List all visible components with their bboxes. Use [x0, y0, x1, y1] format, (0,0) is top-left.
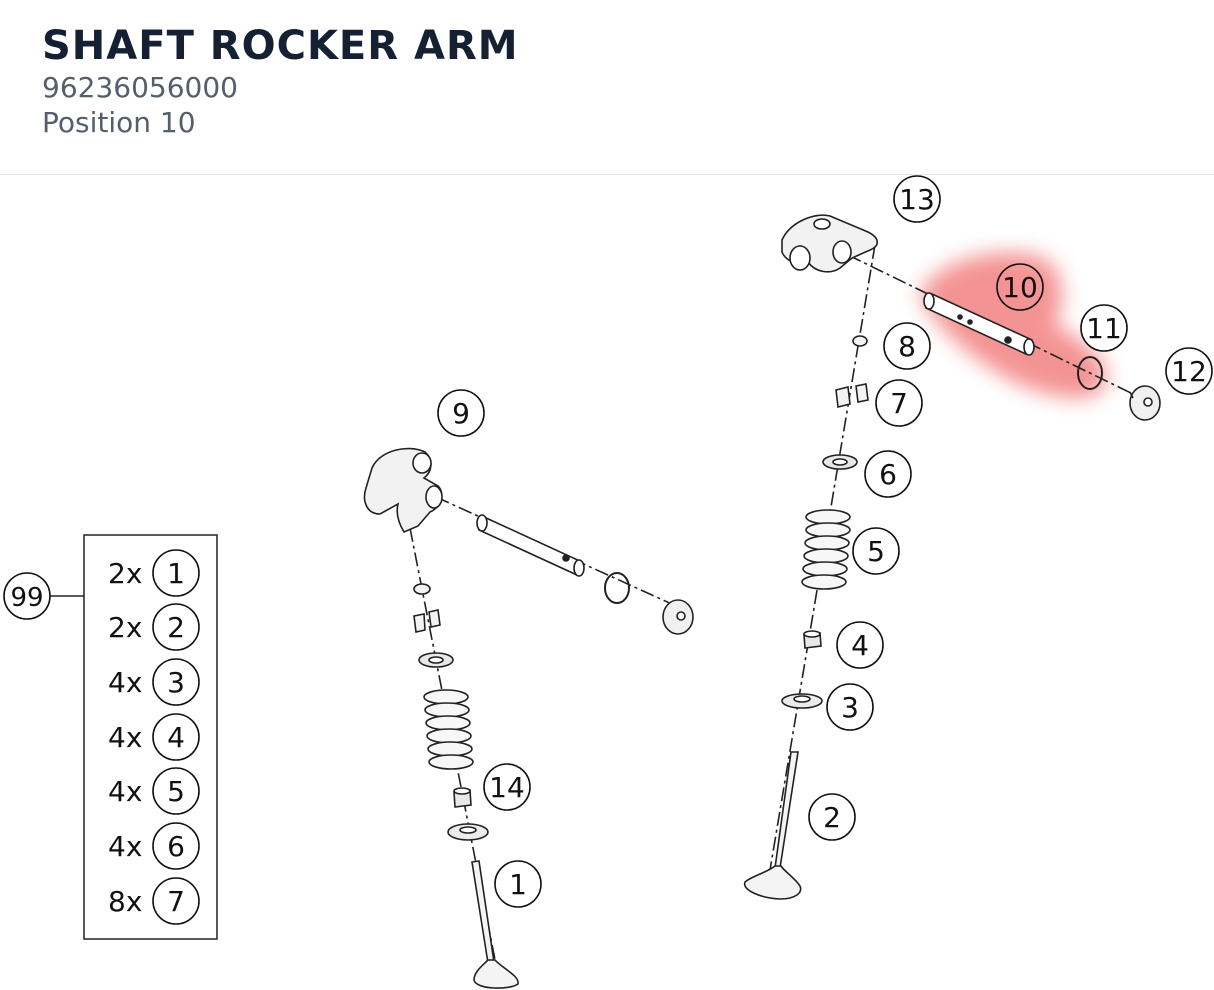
kit-row: 4x 3: [108, 658, 200, 706]
kit-row-ref: 6: [167, 830, 185, 863]
callout-6: 6: [864, 450, 912, 498]
kit-row: 2x 2: [108, 603, 200, 651]
callout-kit: 99: [3, 572, 51, 620]
callout-13: 13: [893, 175, 941, 223]
kit-row: 4x 4: [108, 713, 200, 761]
callout-10: 10: [996, 263, 1044, 311]
callout-2: 2: [808, 793, 856, 841]
right-assembly: [744, 214, 1161, 900]
circlip-11: [1077, 356, 1103, 390]
kit-row-ref: 3: [167, 666, 185, 699]
callout-label: 5: [867, 535, 885, 568]
page-title: SHAFT ROCKER ARM: [42, 23, 519, 69]
callout-14: 14: [483, 763, 531, 811]
callout-7: 7: [875, 379, 923, 427]
plug-12: [1129, 385, 1161, 421]
callout-8: 8: [883, 322, 931, 370]
kit-row-qty: 4x: [108, 721, 142, 754]
callout-label: 12: [1171, 355, 1207, 388]
shaft-left: [476, 514, 585, 577]
rocker-arm-9: [363, 447, 443, 534]
kit-row-qty: 2x: [108, 611, 142, 644]
valve-keepers-7: [835, 383, 869, 408]
page-header: SHAFT ROCKER ARM 96236056000 Position 10: [42, 22, 519, 140]
callout-label: 1: [509, 868, 527, 901]
callout-label: 6: [879, 458, 897, 491]
seat-left: [447, 823, 489, 841]
callout-label: 14: [489, 771, 525, 804]
callout-label: 9: [452, 397, 470, 430]
kit-row-qty: 8x: [108, 885, 142, 918]
spring-seat-3: [781, 693, 823, 709]
kit-row-qty: 4x: [108, 775, 142, 808]
rocker-arm-13: [781, 214, 879, 273]
kit-row-ref: 1: [167, 557, 185, 590]
callout-1: 1: [494, 860, 542, 908]
valve-spring-5: [801, 509, 851, 590]
keepers-left: [413, 609, 441, 633]
kit-box: [83, 534, 218, 940]
part-number: 96236056000: [42, 71, 238, 104]
callout-4: 4: [836, 621, 884, 669]
callout-label: 10: [1002, 271, 1038, 304]
callout-label: 4: [851, 629, 869, 662]
callout-label: 2: [823, 801, 841, 834]
callout-label: 7: [890, 387, 908, 420]
kit-label: 99: [10, 583, 43, 613]
shim-left: [413, 583, 431, 595]
retainer-left: [418, 652, 454, 668]
kit-row: 4x 6: [108, 822, 200, 870]
callout-5: 5: [852, 527, 900, 575]
shaft-10: [923, 292, 1035, 356]
kit-row: 2x 1: [108, 549, 200, 597]
callout-label: 13: [899, 183, 935, 216]
callout-label: 8: [898, 330, 916, 363]
kit-row: 4x 5: [108, 767, 200, 815]
kit-row-qty: 2x: [108, 557, 142, 590]
callout-label: 11: [1086, 312, 1122, 345]
kit-row-qty: 4x: [108, 666, 142, 699]
valve-seal-14: [453, 787, 472, 808]
spring-retainer-6: [822, 454, 858, 470]
kit-row-qty: 4x: [108, 830, 142, 863]
spring-left: [423, 689, 474, 770]
kit-row-ref: 2: [167, 611, 185, 644]
shim-8: [852, 335, 868, 347]
callout-12: 12: [1165, 347, 1213, 395]
plug-left: [662, 599, 694, 635]
callout-9: 9: [437, 389, 485, 437]
callout-11: 11: [1080, 304, 1128, 352]
header-divider: [0, 174, 1214, 175]
valve-seal-4: [803, 630, 822, 649]
kit-row-ref: 7: [167, 885, 185, 918]
callout-3: 3: [826, 683, 874, 731]
kit-row: 8x 7: [108, 877, 200, 925]
kit-row-ref: 5: [167, 775, 185, 808]
valve-2: [744, 751, 802, 900]
circlip-left: [604, 572, 630, 604]
valve-1: [471, 860, 519, 989]
left-assembly: [363, 447, 694, 989]
position-label: Position 10: [42, 106, 196, 139]
highlight-area: [920, 252, 1107, 399]
callout-label: 3: [841, 691, 859, 724]
kit-row-ref: 4: [167, 721, 185, 754]
